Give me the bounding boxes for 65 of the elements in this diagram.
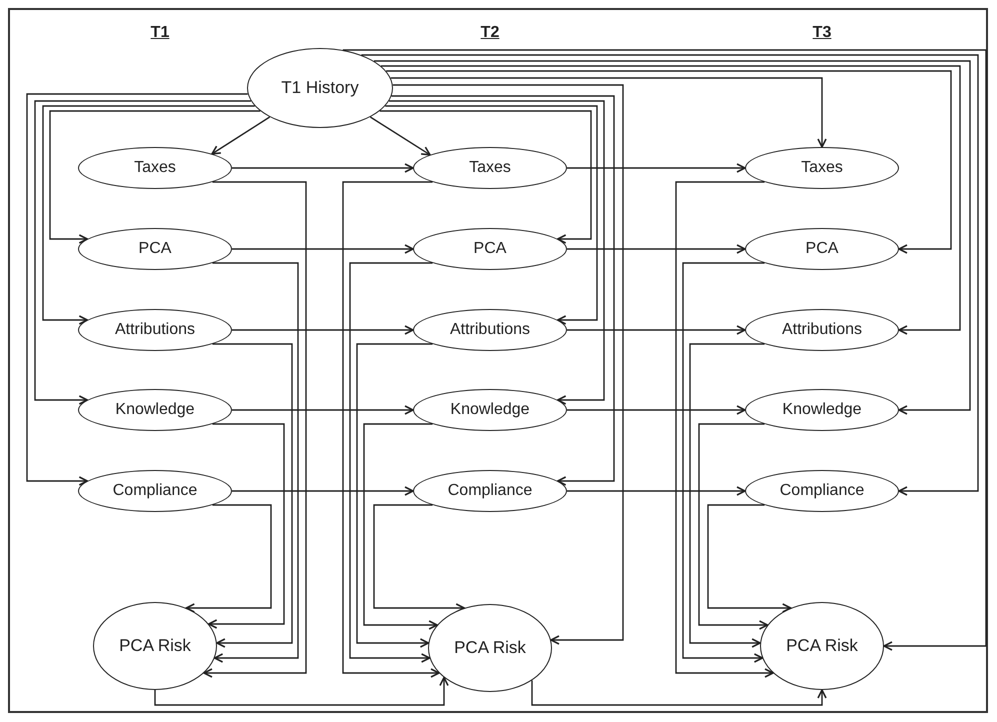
- variable-ellipse: Compliance: [745, 470, 899, 512]
- arrow: [42, 105, 255, 325]
- arrow: [381, 65, 961, 335]
- arrow: [363, 423, 438, 630]
- arrow: [232, 486, 414, 496]
- variable-ellipse: Attributions: [413, 309, 567, 351]
- arrow: [208, 423, 285, 629]
- column-heading: T3: [812, 24, 832, 42]
- variable-ellipse: Compliance: [413, 470, 567, 512]
- arrow: [386, 70, 952, 254]
- arrow: [567, 486, 746, 496]
- arrow: [49, 110, 260, 244]
- arrow: [707, 504, 792, 613]
- arrow: [567, 244, 746, 254]
- arrow: [531, 680, 827, 706]
- variable-ellipse: Knowledge: [413, 389, 567, 431]
- variable-ellipse: Compliance: [78, 470, 232, 512]
- arrow: [370, 116, 431, 156]
- arrow: [232, 325, 414, 335]
- arrow: [34, 100, 251, 405]
- arrow: [342, 49, 987, 651]
- column-heading: T1: [150, 24, 170, 42]
- variable-ellipse: PCA: [78, 228, 232, 270]
- arrow: [567, 405, 746, 415]
- variable-ellipse: PCA: [745, 228, 899, 270]
- arrow: [356, 343, 433, 648]
- risk-ellipse: PCA Risk: [760, 602, 884, 690]
- arrow: [392, 84, 624, 645]
- arrow: [186, 504, 272, 613]
- arrow: [689, 343, 765, 648]
- arrow: [380, 110, 592, 244]
- arrow: [232, 405, 414, 415]
- risk-ellipse: PCA Risk: [428, 604, 552, 692]
- variable-ellipse: Attributions: [745, 309, 899, 351]
- variable-ellipse: Attributions: [78, 309, 232, 351]
- variable-ellipse: Taxes: [413, 147, 567, 189]
- arrow: [698, 423, 768, 630]
- arrow: [390, 77, 827, 148]
- variable-ellipse: PCA: [413, 228, 567, 270]
- variable-ellipse: Taxes: [78, 147, 232, 189]
- arrow: [349, 262, 433, 663]
- arrow: [389, 100, 605, 405]
- arrow: [26, 93, 248, 486]
- arrow: [385, 105, 598, 325]
- arrow: [682, 262, 765, 663]
- risk-ellipse: PCA Risk: [93, 602, 217, 690]
- variable-ellipse: Knowledge: [745, 389, 899, 431]
- arrow: [675, 181, 774, 678]
- arrow: [203, 181, 307, 678]
- variable-ellipse: Taxes: [745, 147, 899, 189]
- arrow: [342, 181, 440, 678]
- arrow: [392, 95, 615, 486]
- variable-ellipse: Knowledge: [78, 389, 232, 431]
- column-heading: T2: [480, 24, 500, 42]
- arrow: [232, 163, 414, 173]
- arrow: [154, 676, 449, 706]
- arrow: [374, 60, 971, 415]
- arrow: [567, 163, 746, 173]
- arrow: [212, 262, 299, 663]
- history-ellipse: T1 History: [247, 48, 393, 128]
- arrow: [212, 343, 293, 648]
- arrow: [361, 54, 979, 496]
- arrow: [567, 325, 746, 335]
- arrow: [232, 244, 414, 254]
- arrow: [211, 116, 270, 155]
